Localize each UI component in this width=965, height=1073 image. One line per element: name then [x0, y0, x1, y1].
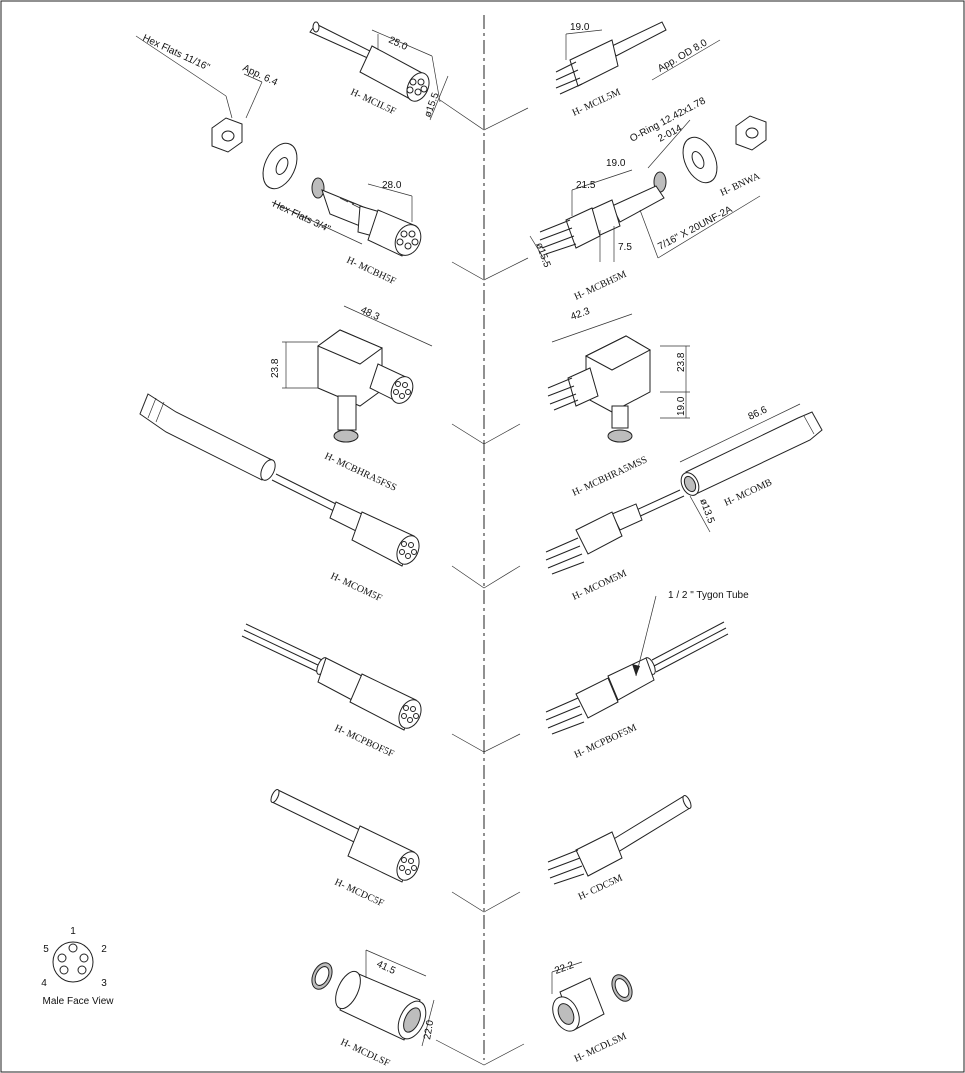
- dim-mcomb-dia: ø13.5: [697, 497, 716, 525]
- dim-mcbh5f-length: 28.0: [382, 180, 402, 191]
- cdc5m-drawing: [547, 795, 692, 885]
- pin-1-label: 1: [70, 926, 76, 937]
- dim-mcbh5m-c: 7.5: [618, 242, 632, 253]
- dim-ra-f-len: 48.3: [359, 305, 382, 323]
- mcbhra5fss-drawing: [282, 305, 433, 443]
- dim-ra-m-h: 23.8: [676, 352, 687, 372]
- mcdlsm-drawing: [551, 961, 633, 1032]
- mcpbof5f-drawing: [241, 623, 422, 731]
- note-thread: 7/16" X 20UNF-2A: [656, 204, 734, 253]
- dim-mcbh5m-a: 21.5: [576, 180, 596, 191]
- dim-mcdlsf-len: 41.5: [375, 959, 398, 977]
- pin-5-label: 5: [43, 944, 49, 955]
- label-mcbh5f: H- MCBH5F: [345, 255, 398, 288]
- pin-2-label: 2: [101, 944, 107, 955]
- label-mcdc5f: H- MCDC5F: [333, 877, 386, 910]
- mcdc5f-drawing: [270, 789, 420, 883]
- label-bnwa: H- BNWA: [719, 170, 763, 198]
- mcbhra5mss-drawing: [547, 313, 690, 443]
- note-app-od: App. OD 8.0: [656, 37, 710, 74]
- mcpbof5m-drawing: [545, 595, 729, 735]
- face-view-title: Male Face View: [43, 996, 115, 1007]
- pin-3-label: 3: [101, 978, 107, 989]
- pin-4-label: 4: [41, 978, 47, 989]
- note-hex-flats-nut: Hex Flats 11/16": [141, 33, 212, 74]
- label-mcil5m: H- MCIL5M: [571, 87, 623, 119]
- divider-chevrons: [435, 99, 529, 1066]
- dim-mcbh5m-b: 19.0: [606, 158, 626, 169]
- label-mcbhra5mss: H- MCBHRA5MSS: [571, 454, 649, 498]
- label-cdc5m: H- CDC5M: [577, 873, 625, 903]
- mcom5m-drawing: [545, 403, 823, 575]
- label-mcpbof5m: H- MCPBOF5M: [573, 722, 639, 761]
- dim-mcil5f-length: 25.0: [387, 35, 410, 53]
- label-mcpbof5f: H- MCPBOF5F: [333, 723, 396, 760]
- label-mcil5f: H- MCIL5F: [349, 87, 398, 118]
- dim-mcdlsm-len: 22.2: [553, 960, 575, 977]
- dim-ra-f-h: 23.8: [270, 358, 281, 378]
- label-mcbh5m: H- MCBH5M: [573, 269, 629, 303]
- note-app-64: App. 6.4: [241, 63, 280, 89]
- note-tygon: 1 / 2 " Tygon Tube: [668, 590, 749, 601]
- label-mcomb: H- MCOMB: [723, 477, 775, 509]
- mcbh5m-drawing: [529, 119, 761, 263]
- dim-mcomb-len: 86.6: [747, 404, 770, 422]
- label-mcdlsm: H- MCDLSM: [573, 1031, 629, 1065]
- dim-ra-m-len: 42.3: [569, 306, 591, 323]
- label-mcdlsf: H- MCDLSF: [339, 1037, 392, 1070]
- label-mcom5f: H- MCOM5F: [329, 571, 384, 605]
- note-hex-flats-bh: Hex Flats 3/4": [271, 199, 333, 236]
- mcil5f-drawing: [309, 21, 449, 121]
- dim-mcdlsf-dia: 22.0: [422, 1019, 436, 1041]
- mcbh5f-drawing: [271, 177, 422, 257]
- dim-ra-m-h2: 19.0: [676, 396, 687, 416]
- nut-washer-left: [135, 35, 298, 190]
- mcdlsf-drawing: [311, 949, 435, 1047]
- dim-mcil5m-length: 19.0: [570, 22, 590, 33]
- nut-washer-right: [682, 115, 767, 184]
- male-face-view: [52, 941, 94, 983]
- label-mcom5m: H- MCOM5M: [571, 568, 629, 603]
- label-mcbhra5fss: H- MCBHRA5FSS: [323, 451, 398, 494]
- mcom5f-drawing: [139, 393, 420, 567]
- mcil5m-drawing: [555, 21, 721, 95]
